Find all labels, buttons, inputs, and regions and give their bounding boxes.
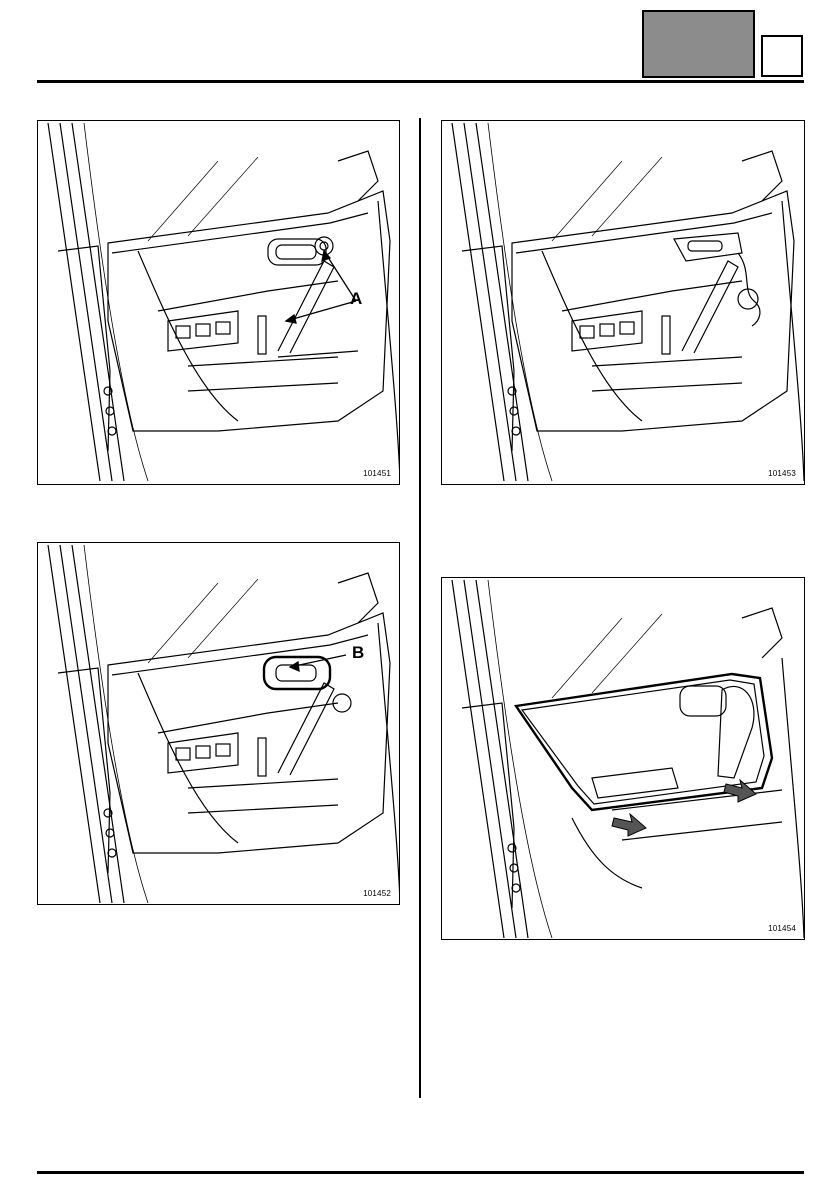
callout-a: A [350,289,363,308]
figure-ref: 101454 [768,924,796,933]
section-tab-dark [642,10,755,78]
figure-ref: 101451 [363,469,391,478]
door-trim-illustration [47,544,399,904]
figure-ref: 101452 [363,889,391,898]
figure-101451: A 101451 [37,120,400,485]
door-trim-removal-illustration [451,579,804,939]
door-trim-illustration [451,122,804,482]
section-tab-box [761,35,803,77]
column-divider [419,118,421,1098]
door-trim-illustration [47,122,399,482]
figure-101453: 101453 [441,120,805,485]
header-rule [37,80,804,83]
figure-ref: 101453 [768,469,796,478]
figure-101452: B 101452 [37,542,400,905]
callout-b: B [352,643,365,662]
footer-rule [37,1171,804,1174]
figure-101454: 101454 [441,577,805,940]
